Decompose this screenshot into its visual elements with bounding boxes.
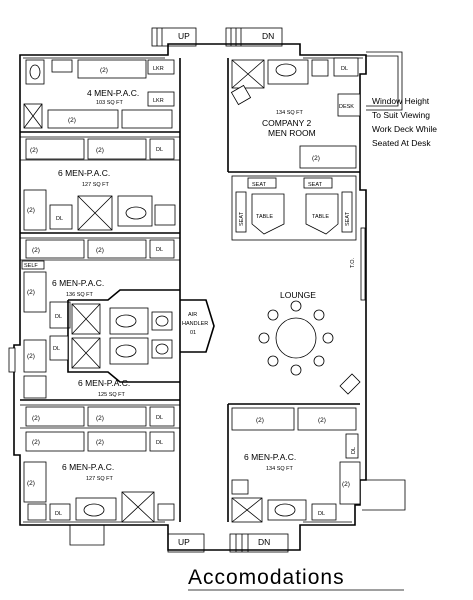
room-6men-125-name: 6 MEN-P.A.C.: [78, 378, 130, 388]
stairs-top: UP DN: [151, 27, 283, 47]
bunk-r4c: (2): [96, 415, 104, 422]
room-6men-127-bottom-area: 127 SQ FT: [86, 476, 114, 482]
window-note: Window Height To Suit Viewing Work Deck …: [372, 96, 437, 148]
stair-up-bottom-label: UP: [178, 537, 190, 547]
left-room-walls: [20, 131, 180, 429]
air-handler-line3: 01: [190, 330, 196, 336]
room-6men-127-bottom-name: 6 MEN-P.A.C.: [62, 462, 114, 472]
page-title: Accomodations: [188, 566, 345, 589]
bunk-r1a: (2): [100, 67, 108, 74]
bunk-r2b: (2): [96, 147, 104, 154]
lounge-label: LOUNGE: [280, 290, 316, 300]
outer-walls: [13, 43, 367, 551]
to-label: T.O.: [350, 257, 356, 268]
bunk-r6b: (2): [318, 417, 326, 424]
bunk-r5a: (2): [32, 439, 40, 446]
table-1: TABLE: [256, 214, 273, 220]
bunk-r3a: (2): [32, 247, 40, 254]
dl-r3b: DL: [55, 314, 62, 320]
company-men-room: DL DESK 134 SQ FT COMPANY 2 MEN ROOM (2): [230, 57, 361, 169]
locker-r1a: LKR: [153, 66, 164, 72]
title-block: Accomodations: [188, 566, 404, 591]
air-handler: AIR HANDLER 01: [180, 299, 215, 353]
dl-r6a: DL: [351, 447, 357, 454]
bunk-r4a: (2): [27, 353, 35, 360]
desk-label: DESK: [339, 104, 354, 110]
dl-r4a: DL: [53, 346, 60, 352]
lounge: LOUNGE: [258, 290, 361, 395]
stair-down-bottom-label: DN: [258, 537, 270, 547]
bunk-r5c: (2): [27, 480, 35, 487]
company-name-line2: MEN ROOM: [268, 128, 316, 138]
right-bottom-bay: [362, 479, 406, 511]
left-protrusion: [8, 347, 16, 373]
room-4men-name: 4 MEN-P.A.C.: [87, 88, 139, 98]
dl-r3a: DL: [156, 247, 163, 253]
bunk-r6a: (2): [256, 417, 264, 424]
note-line-4: Seated At Desk: [372, 138, 431, 148]
bunk-r1b: (2): [68, 117, 76, 124]
dl-r5a: DL: [156, 440, 163, 446]
note-line-1: Window Height: [372, 96, 430, 106]
room-6men-136-name: 6 MEN-P.A.C.: [52, 278, 104, 288]
room-4men-area: 103 SQ FT: [96, 100, 124, 106]
company-area: 134 SQ FT: [276, 110, 304, 116]
room-6men-125: (2) DL 6 MEN-P.A.C. 125 SQ FT (2) (2) DL: [23, 335, 175, 427]
bunk-r5b: (2): [96, 439, 104, 446]
room-4men: (2) LKR 4 MEN-P.A.C. 103 SQ FT LKR (2): [23, 59, 175, 129]
bunk-r3c: (2): [27, 289, 35, 296]
seat-4: SEAT: [345, 211, 351, 226]
room-6men-134-area: 134 SQ FT: [266, 466, 294, 472]
table-2: TABLE: [312, 214, 329, 220]
room-6men-125-area: 125 SQ FT: [98, 392, 126, 398]
central-bath-cluster: [67, 289, 180, 383]
room-6men-134-name: 6 MEN-P.A.C.: [244, 452, 296, 462]
room-6men-127-top-name: 6 MEN-P.A.C.: [58, 168, 110, 178]
company-name-line1: COMPANY 2: [262, 118, 312, 128]
dl-r5b: DL: [55, 511, 62, 517]
stairs-bottom: UP DN: [167, 533, 289, 553]
stair-down-top-label: DN: [262, 31, 274, 41]
bunk-r4b: (2): [32, 415, 40, 422]
room-6men-127-bottom: (2) (2) DL 6 MEN-P.A.C. 127 SQ FT (2) DL: [23, 431, 175, 546]
air-handler-line1: AIR: [188, 312, 197, 318]
dl-r2a: DL: [156, 147, 163, 153]
bunk-company: (2): [312, 155, 320, 162]
bunk-r6c: (2): [342, 481, 350, 488]
room-6men-127-top-area: 127 SQ FT: [82, 182, 110, 188]
note-line-2: To Suit Viewing: [372, 110, 430, 120]
room-6men-136: (2) (2) DL SELF (2) 6 MEN-P.A.C. 136 SQ …: [21, 239, 175, 329]
seat-3: SEAT: [239, 211, 245, 226]
self-label: SELF: [24, 263, 38, 269]
room-6men-136-area: 136 SQ FT: [66, 292, 94, 298]
room-6men-127-top: (2) (2) DL 6 MEN-P.A.C. 127 SQ FT (2) DL: [23, 138, 176, 231]
air-handler-line2: HANDLER: [182, 321, 208, 327]
dl-r2b: DL: [56, 216, 63, 222]
window-to: T.O.: [350, 227, 366, 301]
stair-up-top-label: UP: [178, 31, 190, 41]
note-line-3: Work Deck While: [372, 124, 437, 134]
bunk-r2a: (2): [30, 147, 38, 154]
seat-2: SEAT: [308, 182, 323, 188]
dl-r6b: DL: [318, 511, 325, 517]
window-bay: [366, 51, 403, 111]
seat-1: SEAT: [252, 182, 267, 188]
room-6men-134: (2) (2) 6 MEN-P.A.C. 134 SQ FT DL (2) DL: [231, 407, 361, 523]
bunk-r2c: (2): [27, 207, 35, 214]
dl-company: DL: [341, 66, 348, 72]
locker-r1b: LKR: [153, 98, 164, 104]
bunk-r3b: (2): [96, 247, 104, 254]
dining-area: SEAT SEAT SEAT SEAT TABLE TABLE: [231, 175, 357, 241]
dl-r4b: DL: [156, 415, 163, 421]
